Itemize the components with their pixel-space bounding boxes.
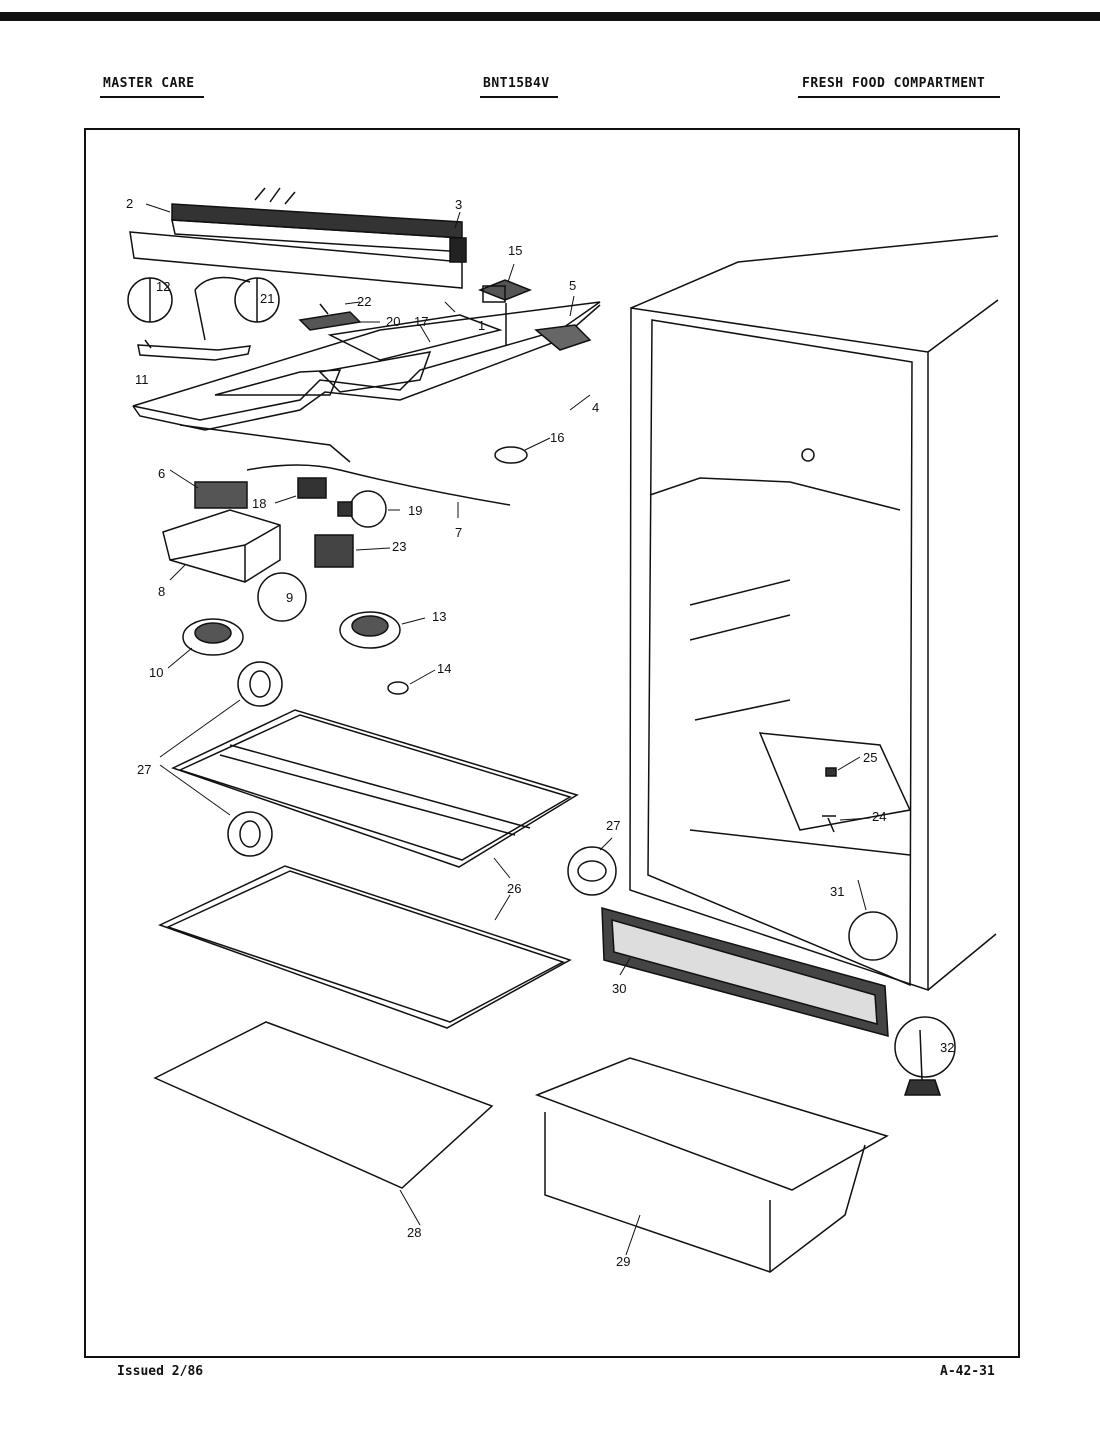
callout-20: 20 <box>386 314 400 329</box>
callout-4: 4 <box>592 400 599 415</box>
part-20-22-socket <box>298 303 362 331</box>
callout-5: 5 <box>569 278 576 293</box>
part-14-washer <box>387 681 409 695</box>
part-30-toe-grille <box>601 907 889 1037</box>
refrigerator-cabinet <box>629 235 999 992</box>
callout-19: 19 <box>408 503 422 518</box>
part-5-clip <box>534 324 592 351</box>
part-18-socket <box>297 477 327 499</box>
part-25-clip <box>825 767 837 777</box>
page-code: A-42-31 <box>940 1364 995 1379</box>
inset-31 <box>848 911 898 961</box>
part-8-box <box>162 509 281 583</box>
callout-1: 1 <box>478 318 485 333</box>
callout-30: 30 <box>612 981 626 996</box>
callout-labels: 2 3 15 5 12 21 22 20 17 1 11 4 16 6 18 1… <box>126 196 954 1269</box>
callout-3: 3 <box>455 197 462 212</box>
callout-31: 31 <box>830 884 844 899</box>
part-13-knob <box>339 611 401 649</box>
header-underline-right <box>798 96 1000 98</box>
part-26-shelf-upper <box>171 709 579 868</box>
diagram-frame <box>84 128 1020 1358</box>
callout-17: 17 <box>414 314 428 329</box>
callout-18: 18 <box>252 496 266 511</box>
callout-11: 11 <box>135 372 149 387</box>
part-16-cap <box>494 446 528 464</box>
top-rule <box>0 12 1100 21</box>
part-11-bracket <box>137 339 251 361</box>
callout-27-left: 27 <box>137 762 151 777</box>
model-number: BNT15B4V <box>483 76 550 91</box>
part-24-screw <box>822 815 836 833</box>
part-19-bulb <box>349 490 387 528</box>
callout-9: 9 <box>286 590 293 605</box>
section-title: FRESH FOOD COMPARTMENT <box>802 76 986 91</box>
callout-21: 21 <box>260 291 274 306</box>
callout-12: 12 <box>156 279 170 294</box>
inset-27b <box>227 811 273 857</box>
part-6-thermostat <box>194 464 511 509</box>
leader-lines <box>145 203 871 1256</box>
header-underline-mid <box>480 96 558 98</box>
callout-14: 14 <box>437 661 451 676</box>
inset-27c <box>567 846 617 896</box>
part-29-crisper <box>534 1057 889 1273</box>
callout-23: 23 <box>392 539 406 554</box>
callout-2: 2 <box>126 196 133 211</box>
part-23-relay <box>314 534 354 568</box>
callout-7: 7 <box>455 525 462 540</box>
callout-24: 24 <box>872 809 886 824</box>
callout-10: 10 <box>149 665 163 680</box>
brand-label: MASTER CARE <box>103 76 195 91</box>
issued-date: Issued 2/86 <box>117 1364 204 1379</box>
inset-27a <box>237 661 283 707</box>
callout-6: 6 <box>158 466 165 481</box>
callout-13: 13 <box>432 609 446 624</box>
part-28-glass-shelf <box>153 1021 494 1189</box>
callout-28: 28 <box>407 1225 421 1240</box>
part-top-rail <box>129 187 467 289</box>
callout-16: 16 <box>550 430 564 445</box>
callout-25: 25 <box>863 750 877 765</box>
part-15-knob <box>482 285 507 345</box>
callout-27-right: 27 <box>606 818 620 833</box>
header-underline-left <box>100 96 204 98</box>
inset-32 <box>894 1016 956 1078</box>
callout-29: 29 <box>616 1254 630 1269</box>
callout-15: 15 <box>508 243 522 258</box>
part-10-knob <box>182 618 244 656</box>
callout-32: 32 <box>940 1040 954 1055</box>
callout-8: 8 <box>158 584 165 599</box>
callout-26: 26 <box>507 881 521 896</box>
part-26-shelf-lower <box>158 865 572 1029</box>
callout-22: 22 <box>357 294 371 309</box>
inset-9 <box>257 572 307 622</box>
